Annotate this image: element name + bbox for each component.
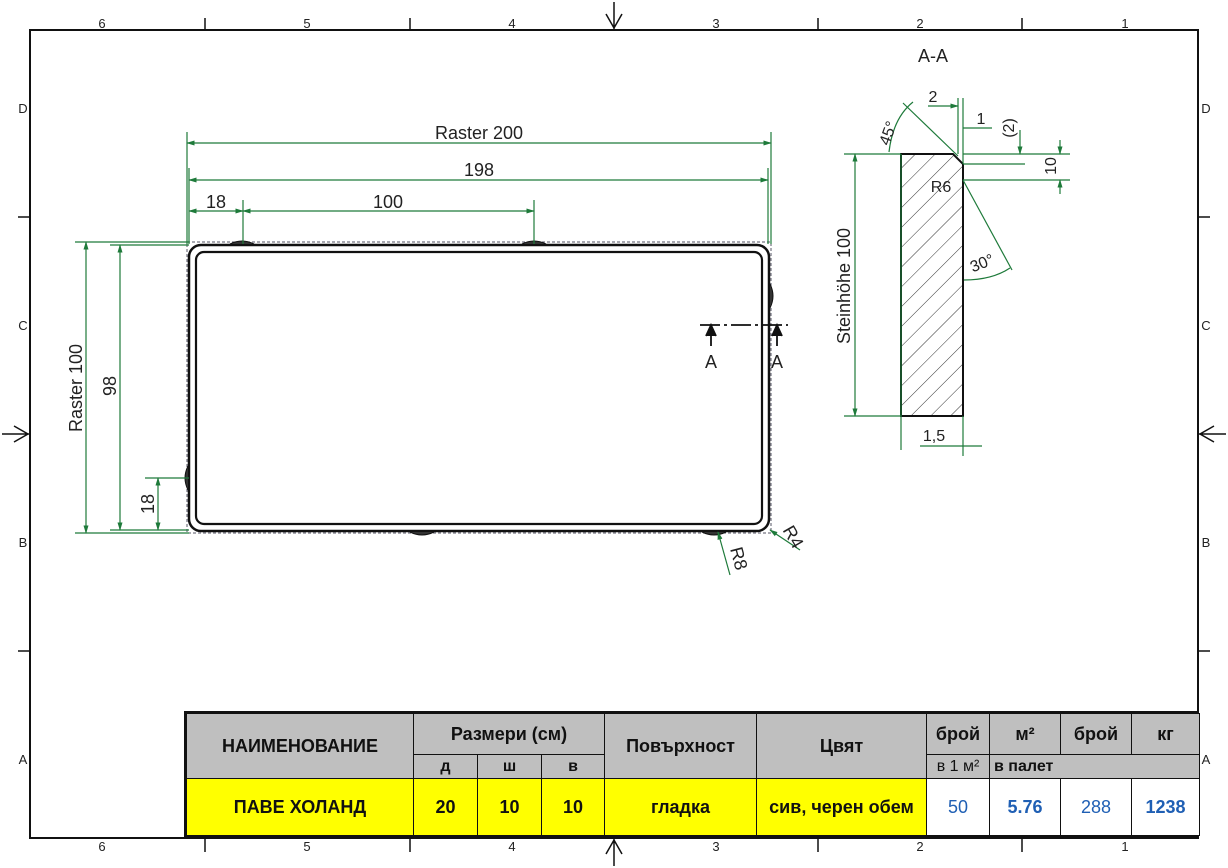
frame-ticks (18, 18, 1210, 852)
title-block-table: НАИМЕНОВАНИЕ Размери (см) Повърхност Цвя… (186, 713, 1201, 836)
header-color: Цвят (756, 713, 928, 779)
dim-r4: R4 (779, 522, 808, 552)
dim-18-top: 18 (206, 192, 226, 212)
dim-2-ref: (2) (1001, 118, 1018, 138)
top-view-dimension-lines (75, 132, 801, 576)
zone-bottom-2: 2 (916, 839, 923, 854)
dim-30deg: 30° (968, 251, 997, 276)
value-length: 20 (413, 778, 478, 836)
zone-top-6: 6 (98, 16, 105, 31)
cut-label-right: A (771, 352, 783, 372)
dim-r6: R6 (931, 179, 952, 196)
section-title: A-A (918, 46, 948, 66)
section-cut-line (700, 322, 788, 346)
zone-bottom-3: 3 (712, 839, 719, 854)
header-pallet: в палет (989, 754, 1201, 779)
dim-18-side: 18 (138, 494, 158, 514)
zone-left-C: C (18, 318, 27, 333)
dim-10: 10 (1043, 157, 1060, 175)
zone-left-A: A (19, 752, 28, 767)
zone-top-4: 4 (508, 16, 515, 31)
value-m2-per-pallet: 5.76 (989, 778, 1062, 836)
zone-bottom-6: 6 (98, 839, 105, 854)
section-dimension-lines (844, 98, 1070, 456)
header-per-m2: в 1 м² (926, 754, 991, 779)
value-width: 10 (477, 778, 542, 836)
header-count-pallet: брой (1060, 713, 1133, 755)
dim-r8: R8 (726, 545, 751, 572)
value-height: 10 (540, 778, 606, 836)
zone-right-D: D (1201, 101, 1210, 116)
zone-right-A: A (1202, 752, 1211, 767)
paver-top-view (184, 240, 774, 536)
value-count-per-pallet: 288 (1060, 778, 1133, 836)
dim-raster-200: Raster 200 (435, 123, 523, 143)
value-color: сив, черен обем (756, 778, 928, 836)
dim-steinhoehe: Steinhöhe 100 (834, 228, 854, 344)
zone-top-2: 2 (916, 16, 923, 31)
value-kg-per-pallet: 1238 (1131, 778, 1201, 836)
header-length: д (413, 754, 478, 779)
cut-label-left: A (705, 352, 717, 372)
header-kg: кг (1131, 713, 1201, 755)
header-count: брой (926, 713, 991, 755)
dim-45deg: 45° (877, 119, 901, 148)
title-block: НАИМЕНОВАНИЕ Размери (см) Повърхност Цвя… (184, 711, 1201, 838)
zone-top-1: 1 (1121, 16, 1128, 31)
value-count-per-m2: 50 (926, 778, 991, 836)
zone-bottom-4: 4 (508, 839, 515, 854)
dim-100-spacing: 100 (373, 192, 403, 212)
zone-top-5: 5 (303, 16, 310, 31)
dim-raster-100: Raster 100 (66, 344, 86, 432)
zone-bottom-5: 5 (303, 839, 310, 854)
zone-left-B: B (19, 535, 28, 550)
header-sizes: Размери (см) (412, 713, 606, 755)
dim-1-5: 1,5 (923, 428, 945, 445)
header-m2: м² (989, 713, 1062, 755)
zone-bottom-1: 1 (1121, 839, 1128, 854)
value-name: ПАВЕ ХОЛАНД (186, 778, 414, 836)
dim-2: 2 (929, 89, 938, 106)
header-height: в (540, 754, 606, 779)
zone-right-C: C (1201, 318, 1210, 333)
header-name: НАИМЕНОВАНИЕ (186, 713, 414, 779)
header-surface: Повърхност (604, 713, 758, 779)
dim-198: 198 (464, 160, 494, 180)
dim-98: 98 (100, 376, 120, 396)
value-surface: гладка (604, 778, 758, 836)
dim-1: 1 (977, 111, 986, 128)
zone-right-B: B (1202, 535, 1211, 550)
header-width: ш (477, 754, 542, 779)
zone-left-D: D (18, 101, 27, 116)
zone-top-3: 3 (712, 16, 719, 31)
